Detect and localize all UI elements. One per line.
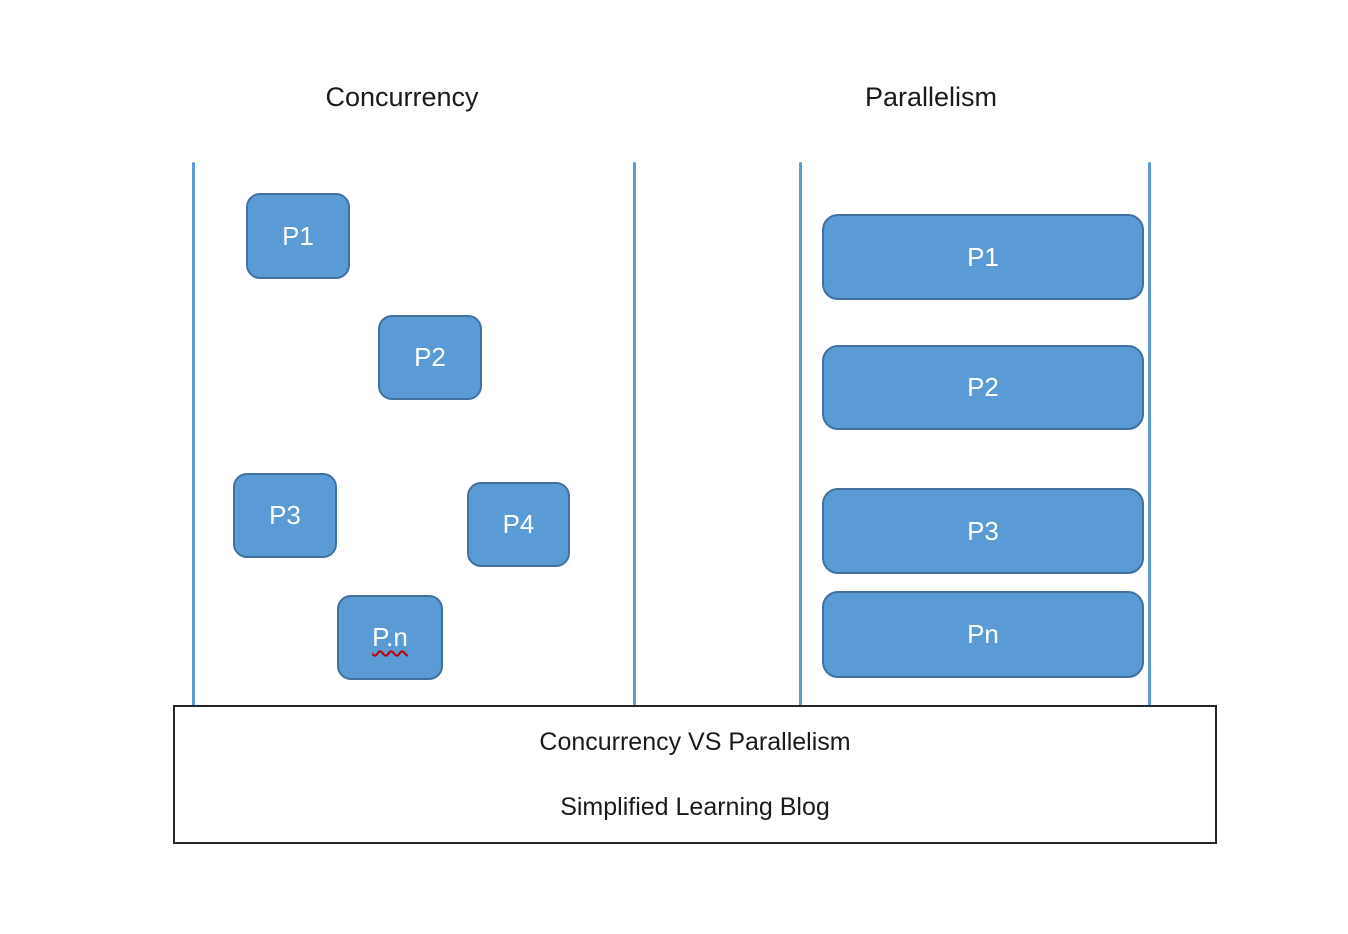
process-box-concurrency-p1: P1 [246, 193, 350, 279]
process-label: P1 [282, 220, 314, 251]
parallelism-lane-line-left [799, 162, 802, 706]
parallelism-title: Parallelism [864, 82, 998, 112]
concurrency-title: Concurrency [325, 82, 479, 112]
process-label: P4 [502, 509, 535, 539]
process-box-concurrency-p2: P2 [378, 315, 482, 400]
process-label: P2 [967, 372, 999, 402]
concurrency-lane-line-right [633, 162, 636, 706]
process-label-with-spellcheck-squiggle: P.n [372, 622, 408, 652]
process-box-concurrency-p3: P3 [233, 473, 337, 558]
process-label: P2 [414, 342, 446, 372]
caption-box: Concurrency VS Parallelism Simplified Le… [173, 705, 1217, 844]
process-box-concurrency-pn: P.n [337, 595, 443, 680]
process-label: Pn [967, 619, 999, 649]
process-label: P3 [967, 515, 999, 546]
process-box-parallelism-p3: P3 [822, 488, 1144, 574]
concurrency-lane-line-left [192, 162, 195, 706]
process-label: P1 [967, 241, 999, 272]
caption-title: Concurrency VS Parallelism [539, 728, 851, 756]
process-box-parallelism-p1: P1 [822, 214, 1144, 300]
process-box-concurrency-p4: P4 [467, 482, 570, 567]
process-label: P3 [269, 500, 301, 530]
caption-subtitle: Simplified Learning Blog [560, 793, 830, 821]
process-box-parallelism-pn: Pn [822, 591, 1144, 678]
process-box-parallelism-p2: P2 [822, 345, 1144, 430]
parallelism-lane-line-right [1148, 162, 1151, 706]
